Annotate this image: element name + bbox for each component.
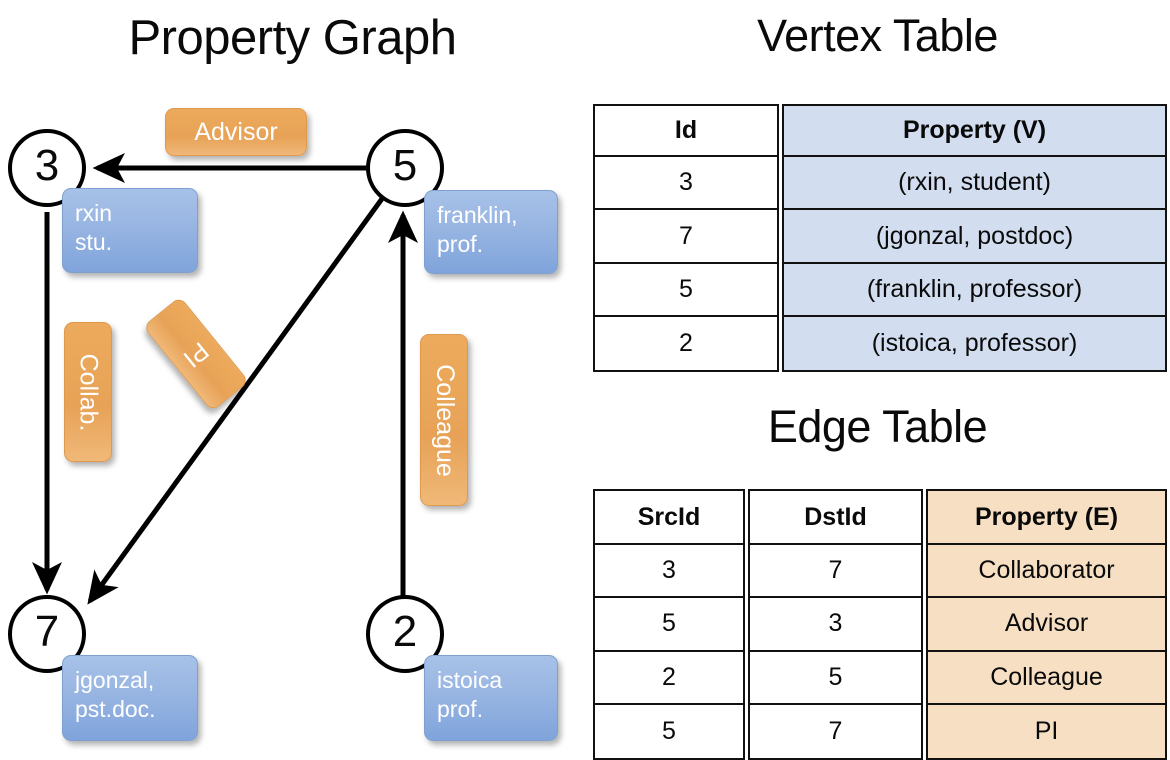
edge-table-cell-property-2: Colleague — [928, 651, 1165, 705]
edge-label-advisor: Advisor — [165, 108, 307, 156]
edge-label-collab: Collab. — [64, 322, 112, 462]
vertex-property-7-line2: pst.doc. — [75, 696, 156, 722]
graph-node-3-label: 3 — [34, 141, 60, 190]
page-title-vertex-table: Vertex Table — [757, 10, 998, 61]
edge-label-colleague-text: Colleague — [430, 363, 459, 477]
edge-table-cell-property-1: Advisor — [928, 598, 1165, 652]
edge-table-cell-srcid-0: 3 — [595, 545, 743, 599]
edge-table-cell-dstid-0: 7 — [750, 545, 921, 599]
vertex-table-cell-property-0: (rxin, student) — [784, 157, 1165, 211]
vertex-property-2-line2: prof. — [437, 696, 484, 722]
edge-table-header-property: Property (E) — [928, 491, 1165, 546]
edge-table-col-property: Property (E) Collaborator Advisor Collea… — [926, 489, 1167, 760]
vertex-table-cell-id-3: 2 — [679, 328, 693, 357]
vertex-table-cell-property-1: (jgonzal, postdoc) — [784, 210, 1165, 264]
edge-table-cell-property-0: Collaborator — [928, 545, 1165, 599]
edge-table-cell-srcid-2: 2 — [595, 652, 743, 705]
vertex-table-cell-id-1: 7 — [595, 210, 777, 264]
edge-table-cell-dstid-3: 7 — [828, 716, 843, 745]
page-title-edge-table: Edge Table — [767, 401, 988, 452]
graph-edge-arrows — [32, 153, 418, 605]
edge-table-cell-srcid-1: 5 — [595, 598, 743, 652]
vertex-property-3-line2: stu. — [75, 229, 113, 255]
edge-table-cell-srcid-3: 5 — [662, 716, 676, 745]
vertex-property-box-3: rxin stu. — [62, 188, 198, 273]
edge-table-header-dstid: DstId — [750, 491, 921, 546]
vertex-table: Id 3 7 5 2 Property (V) (rxin, student) … — [593, 104, 1167, 372]
edge-arrow-5-to-7 — [87, 194, 387, 605]
vertex-property-2-line1: istoica — [437, 667, 503, 693]
edge-table-cell-dstid-1: 3 — [750, 598, 921, 652]
edge-label-pi-text: PI — [178, 336, 215, 373]
edge-table-header-srcid: SrcId — [595, 491, 743, 546]
vertex-table-cell-id-0: 3 — [595, 157, 777, 211]
graph-node-5-label: 5 — [392, 141, 418, 190]
vertex-property-3-line1: rxin — [75, 200, 113, 226]
edge-label-colleague: Colleague — [420, 334, 468, 506]
graph-node-5[interactable]: 5 — [366, 129, 444, 207]
vertex-table-cell-property-3: (istoica, professor) — [784, 316, 1165, 371]
vertex-property-5-line1: franklin, — [437, 202, 518, 228]
graph-node-7-label: 7 — [34, 607, 60, 656]
vertex-table-col-id: Id 3 7 5 2 — [593, 104, 779, 372]
vertex-table-header-property: Property (V) — [784, 106, 1165, 158]
edge-label-advisor-text: Advisor — [194, 117, 278, 146]
edge-table-col-dstid: DstId 7 3 5 7 — [748, 489, 923, 760]
vertex-table-header-id: Id — [595, 106, 777, 158]
vertex-table-cell-id-2: 5 — [595, 264, 777, 317]
edge-table-cell-property-3: PI — [928, 704, 1165, 758]
edge-label-collab-text: Collab. — [74, 353, 103, 431]
vertex-property-7-line1: jgonzal, — [75, 667, 155, 693]
graph-node-2-label: 2 — [392, 607, 418, 656]
vertex-property-box-2: istoica prof. — [424, 655, 558, 741]
edge-table-cell-dstid-2: 5 — [750, 652, 921, 705]
vertex-property-box-7: jgonzal, pst.doc. — [62, 655, 198, 741]
page-title-property-graph: Property Graph — [128, 11, 458, 65]
vertex-property-5-line2: prof. — [437, 231, 484, 257]
edge-table: SrcId 3 5 2 5 DstId 7 3 5 7 Property (E)… — [593, 489, 1167, 760]
edge-table-col-srcid: SrcId 3 5 2 5 — [593, 489, 745, 760]
vertex-table-col-property: Property (V) (rxin, student) (jgonzal, p… — [782, 104, 1167, 372]
vertex-property-box-5: franklin, prof. — [424, 190, 558, 274]
graph-node-2[interactable]: 2 — [366, 595, 444, 673]
vertex-table-cell-property-2: (franklin, professor) — [784, 263, 1165, 317]
property-graph-diagram: 3 5 7 2 rxin stu. franklin, prof. jgonza… — [8, 108, 558, 741]
